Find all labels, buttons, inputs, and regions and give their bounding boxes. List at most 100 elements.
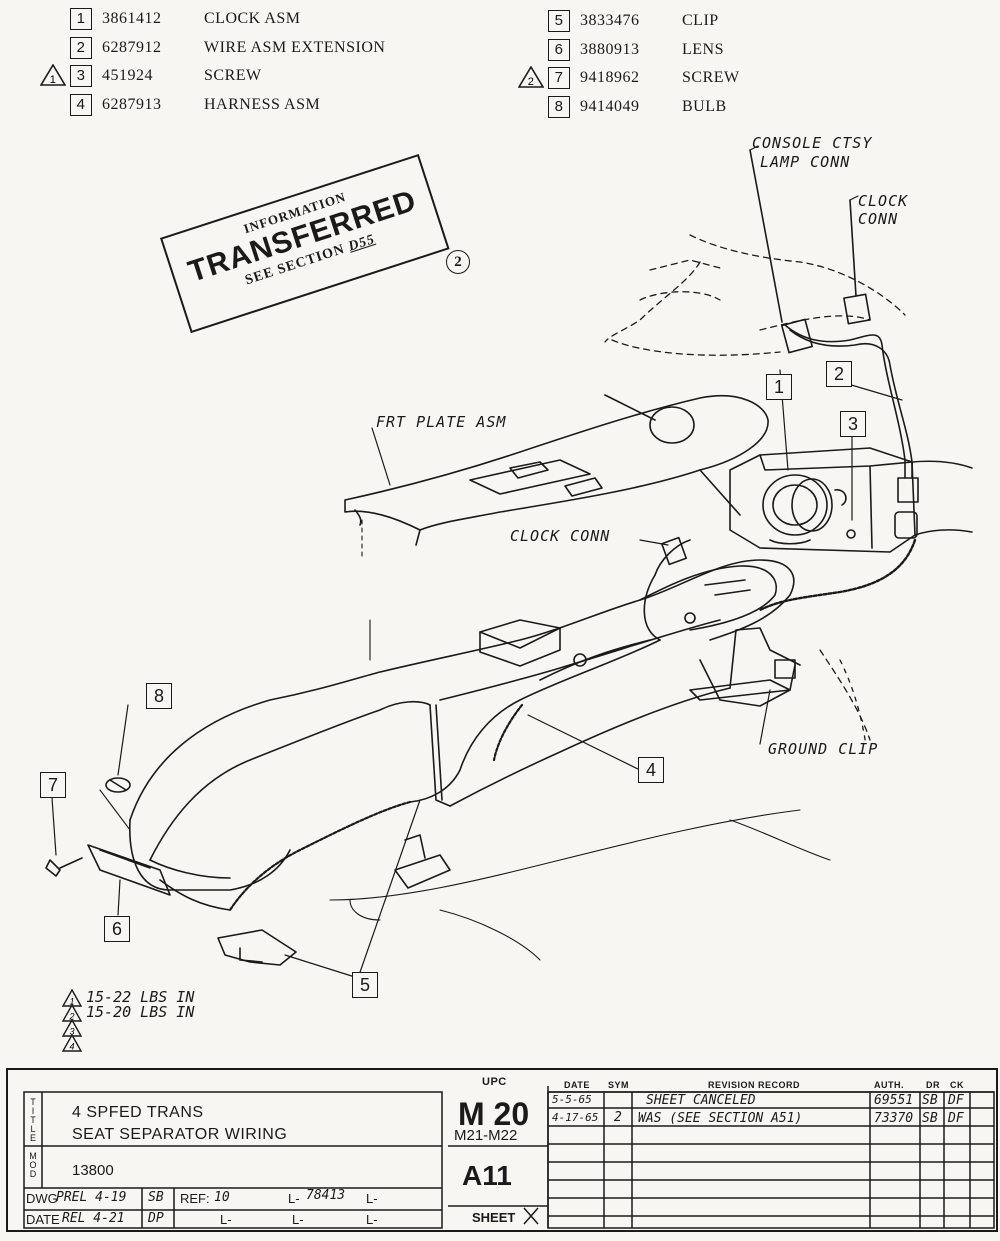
upc-sub: M21-M22 bbox=[454, 1127, 518, 1144]
rev1-record: SHEET CANCELED bbox=[646, 1093, 756, 1108]
part-description: WIRE ASM EXTENSION bbox=[204, 38, 386, 56]
date-label: DATE bbox=[26, 1212, 60, 1227]
item-number: 4 bbox=[70, 93, 92, 116]
title-line1: 4 SPFED TRANS bbox=[72, 1104, 204, 1121]
sheet-label: SHEET bbox=[472, 1210, 516, 1225]
l-label-4: L- bbox=[292, 1212, 304, 1227]
part-number: 6287912 bbox=[102, 38, 162, 56]
part-description: SCREW bbox=[682, 69, 740, 86]
clock-housing bbox=[729, 447, 973, 553]
leader-lines bbox=[51, 145, 903, 979]
date-initials: DP bbox=[148, 1211, 164, 1226]
item-number: 7 bbox=[548, 67, 570, 89]
part-description: CLOCK ASM bbox=[204, 10, 301, 27]
label-clock-top: CLOCK bbox=[858, 192, 909, 210]
rev2-sym: 2 bbox=[614, 1110, 622, 1125]
side-label-letter: M bbox=[29, 1151, 37, 1161]
rev-header-dr: DR bbox=[926, 1080, 940, 1090]
side-label-letter: I bbox=[31, 1106, 35, 1116]
note-number: 3 bbox=[69, 1027, 74, 1037]
part-number: 9414049 bbox=[580, 97, 640, 115]
item-number: 2 bbox=[70, 36, 92, 59]
dwg-label: DWG bbox=[26, 1191, 58, 1206]
harness-wires bbox=[159, 538, 917, 912]
rev1-dr: SB bbox=[922, 1093, 938, 1108]
callout-1: 1 bbox=[766, 374, 792, 400]
note-text: 15-22 LBS IN bbox=[86, 988, 195, 1006]
dash-panel-outline bbox=[604, 234, 906, 746]
callout-6: 6 bbox=[104, 916, 130, 942]
triangle-number: 1 bbox=[50, 74, 57, 86]
rear-lamp-area bbox=[45, 777, 171, 896]
l-label-2: L- bbox=[366, 1191, 378, 1206]
callout-7: 7 bbox=[40, 772, 66, 798]
l-label-3: L- bbox=[220, 1212, 232, 1227]
rev2-date: 4-17-65 bbox=[552, 1111, 599, 1124]
part-number: 451924 bbox=[102, 67, 153, 84]
l-label-5: L- bbox=[366, 1212, 378, 1227]
item-number: 3 bbox=[70, 65, 92, 87]
part-number: 9418962 bbox=[580, 69, 640, 86]
title-line2: SEAT SEPARATOR WIRING bbox=[72, 1126, 288, 1143]
label-conn-top: CONN bbox=[858, 210, 899, 228]
triangle-number: 2 bbox=[528, 76, 535, 88]
rev1-ck: DF bbox=[948, 1093, 964, 1108]
item-number: 6 bbox=[548, 38, 570, 61]
revision-triangle-icon: 2 bbox=[518, 66, 544, 88]
note-text: 15-20 LBS IN bbox=[86, 1003, 195, 1021]
callout-3: 3 bbox=[840, 411, 866, 437]
ref-label: REF: bbox=[180, 1191, 210, 1206]
part-number: 6287913 bbox=[102, 95, 162, 113]
item-number: 8 bbox=[548, 95, 570, 118]
l-label-1: L- bbox=[288, 1191, 300, 1206]
rev-header-ck: CK bbox=[950, 1080, 964, 1090]
part-description: HARNESS ASM bbox=[204, 95, 321, 113]
l-value: 78413 bbox=[306, 1188, 346, 1203]
rev2-ck: DF bbox=[948, 1111, 964, 1126]
note-number: 1 bbox=[69, 997, 74, 1007]
rev2-dr: SB bbox=[922, 1111, 938, 1126]
date-value: REL 4-21 bbox=[62, 1211, 125, 1226]
rev-header-sym: SYM bbox=[608, 1080, 630, 1090]
rev1-auth: 69551 bbox=[874, 1093, 914, 1108]
part-number: 3833476 bbox=[580, 12, 640, 29]
side-label-letter: E bbox=[29, 1133, 36, 1143]
front-plate-assembly bbox=[344, 394, 769, 546]
rev1-date: 5-5-65 bbox=[552, 1093, 592, 1106]
note-number: 2 bbox=[68, 1012, 74, 1022]
upc-main: M 20 bbox=[458, 1096, 530, 1132]
title-block-grid bbox=[23, 1086, 995, 1229]
part-description: SCREW bbox=[204, 67, 262, 84]
ref-value: 10 bbox=[214, 1190, 230, 1205]
side-label-letter: T bbox=[30, 1097, 36, 1107]
mod-number: 13800 bbox=[72, 1162, 114, 1179]
console-wiring-drawing bbox=[45, 145, 973, 979]
rev-header-record: REVISION RECORD bbox=[708, 1080, 801, 1090]
callout-4: 4 bbox=[638, 757, 664, 783]
label-clock-conn-mid: CLOCK CONN bbox=[510, 527, 611, 545]
part-number: 3861412 bbox=[102, 10, 162, 27]
part-number: 3880913 bbox=[580, 40, 640, 58]
upc-code: A11 bbox=[462, 1160, 512, 1191]
console-base bbox=[129, 536, 801, 891]
part-description: CLIP bbox=[682, 12, 719, 29]
rev-header-auth: AUTH. bbox=[874, 1080, 904, 1090]
rev2-record: WAS (SEE SECTION A51) bbox=[638, 1111, 803, 1126]
dwg-initials: SB bbox=[148, 1190, 164, 1205]
side-label-letter: T bbox=[30, 1115, 36, 1125]
part-description: BULB bbox=[682, 97, 727, 115]
floor-clips bbox=[217, 659, 796, 966]
item-number: 5 bbox=[548, 10, 570, 32]
note-number: 4 bbox=[69, 1042, 74, 1052]
stamp-circle-ref: 2 bbox=[446, 250, 470, 274]
dwg-value: PREL 4-19 bbox=[56, 1190, 127, 1205]
label-console-ctsy: CONSOLE CTSY bbox=[752, 134, 873, 152]
rev-header-date: DATE bbox=[564, 1080, 590, 1090]
revision-triangle-icon: 4 bbox=[62, 1034, 82, 1052]
callout-5: 5 bbox=[352, 972, 378, 998]
side-label-letter: L bbox=[30, 1124, 36, 1134]
label-ground-clip: GROUND CLIP bbox=[768, 740, 879, 758]
